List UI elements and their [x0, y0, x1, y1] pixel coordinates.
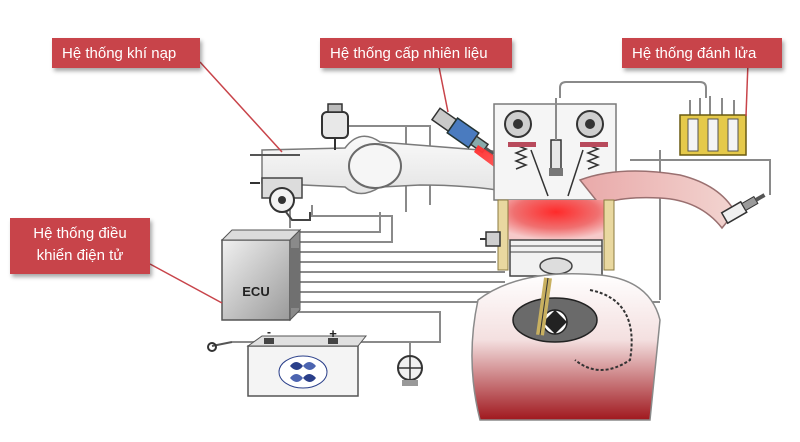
callout-pointers: [149, 61, 749, 304]
knock-sensor: [480, 231, 501, 247]
intake-pointer: [199, 61, 283, 153]
piston-icon: [509, 239, 603, 277]
relay-icon: [397, 355, 423, 386]
ignition-pointer: [745, 61, 749, 117]
throttle-body: [250, 177, 311, 221]
callout-electronic-control: Hệ thống điều khiển điện tử: [10, 218, 150, 274]
fuel-injector-icon: [430, 107, 495, 156]
ecu-box-icon: ECU: [220, 228, 302, 322]
crankcase: [471, 273, 661, 421]
callout-fuel-system: Hệ thống cấp nhiên liệu: [320, 38, 512, 68]
throttle-sensor-icon: [321, 103, 349, 150]
valve-spring-icon: [508, 142, 608, 197]
battery-negative: -: [267, 325, 271, 339]
intake-manifold: [250, 135, 511, 195]
battery-icon: - +: [207, 325, 368, 397]
combustion-chamber: [497, 199, 615, 271]
fuel-pointer: [437, 61, 449, 113]
spark-plug-icon: [720, 193, 766, 225]
callout-ignition-system: Hệ thống đánh lửa: [622, 38, 782, 68]
battery-positive: +: [329, 326, 337, 341]
ecu-label: ECU: [242, 284, 269, 299]
spark-plug-head: [549, 98, 563, 176]
battery-logo: [278, 355, 328, 389]
crankshaft: [512, 277, 633, 371]
electronic-pointer: [149, 263, 223, 304]
ignition-coil-icon: [679, 96, 747, 156]
callout-intake-system: Hệ thống khí nạp: [52, 38, 200, 68]
